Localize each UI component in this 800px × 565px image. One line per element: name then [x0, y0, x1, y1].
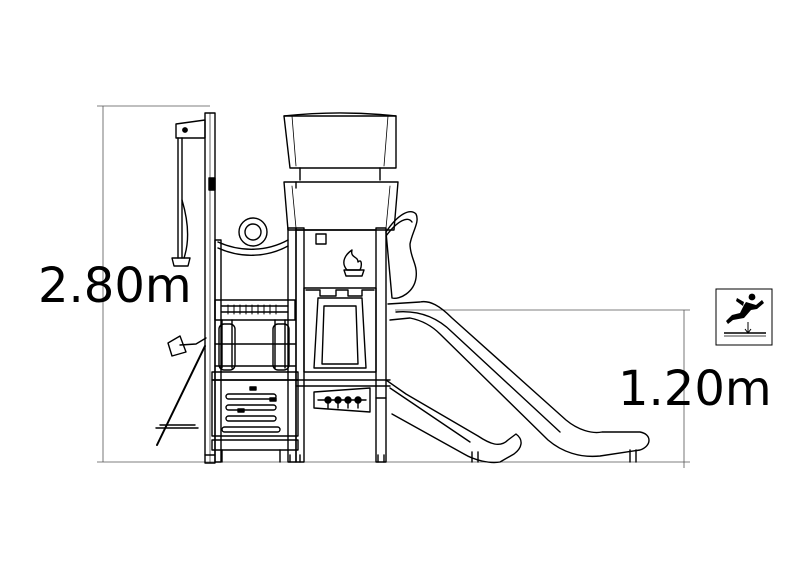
- tower-roof-upper: [283, 112, 397, 181]
- slide-hood: [385, 211, 418, 299]
- tower-posts: [295, 227, 387, 463]
- slide-lower: [385, 379, 522, 464]
- falling-person-icon: [715, 288, 773, 346]
- abacus-panel: [313, 387, 387, 413]
- deck-railing: [214, 299, 296, 371]
- slotted-panel: [211, 371, 299, 463]
- tower-roof-lower: [283, 181, 399, 231]
- ladder-rail: [156, 345, 206, 446]
- fall-height-label: 1.20m: [618, 361, 772, 417]
- tower-window: [303, 287, 377, 373]
- playground-structure: [155, 112, 650, 464]
- slide-upper: [387, 300, 650, 458]
- total-height-label: 2.80m: [38, 258, 192, 314]
- flame-emblem: [343, 249, 365, 277]
- dimension-lines: [97, 105, 690, 468]
- talk-tube: [167, 335, 207, 357]
- pulley-arm: [171, 119, 216, 267]
- left-tall-post: [204, 112, 216, 464]
- steering-wheel: [217, 217, 289, 256]
